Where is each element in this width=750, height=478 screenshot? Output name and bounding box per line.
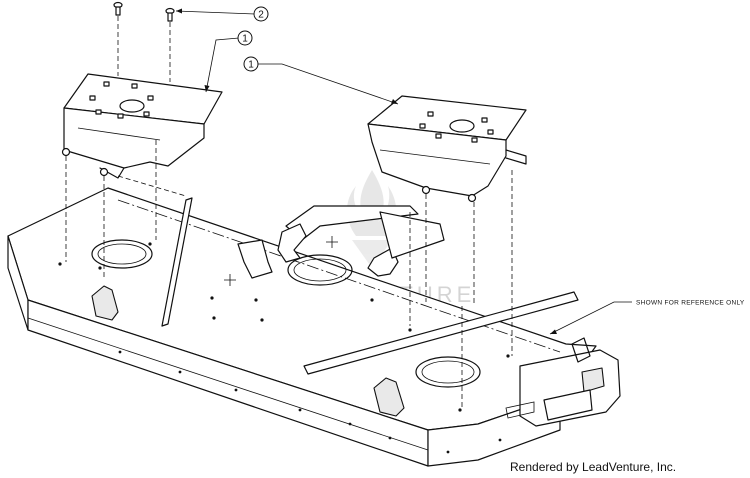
right-deck-cover	[367, 95, 527, 203]
callout-1-left: 1	[204, 30, 253, 93]
screw-left	[113, 1, 123, 16]
left-deck-cover	[61, 73, 223, 179]
callout-1-right-label: 1	[248, 60, 254, 71]
callout-2: 2	[175, 6, 269, 22]
screw-right	[165, 7, 175, 22]
credit-text: Rendered by LeadVenture, Inc.	[510, 460, 676, 474]
reference-note-text: SHOWN FOR REFERENCE ONLY	[636, 300, 745, 307]
mower-deck	[7, 187, 621, 467]
alignment-lines	[65, 16, 513, 408]
callout-1-left-label: 1	[242, 34, 248, 45]
callout-2-label: 2	[258, 10, 264, 21]
reference-note: SHOWN FOR REFERENCE ONLY	[549, 300, 745, 335]
callout-1-right: 1	[243, 56, 399, 105]
